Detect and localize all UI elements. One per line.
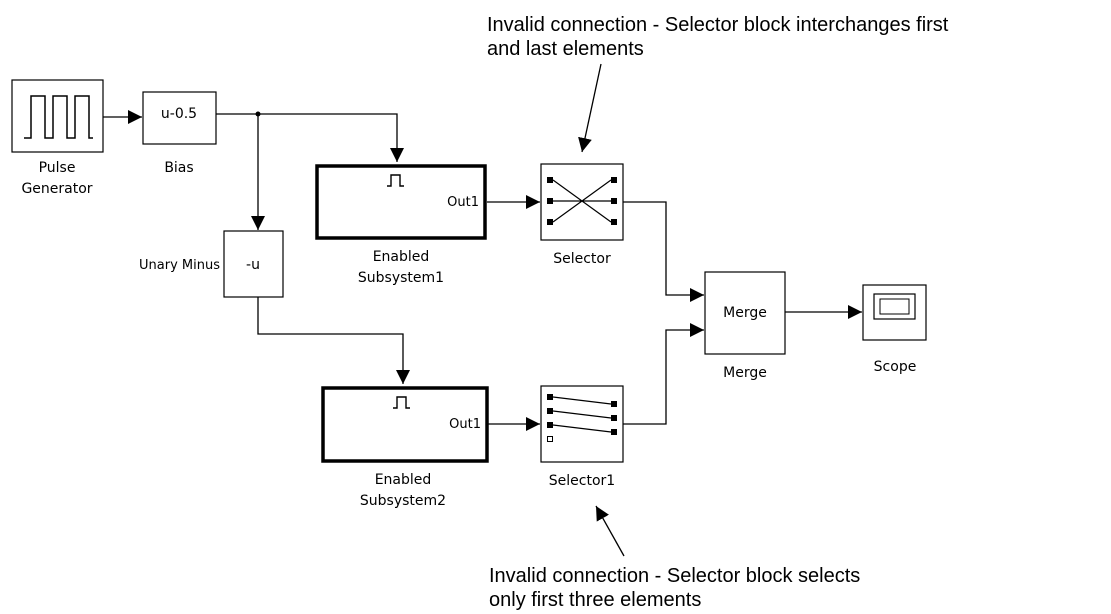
enabled-subsystem1-block[interactable]: Out1 bbox=[315, 164, 487, 240]
annotation-bottom-arrow bbox=[595, 505, 625, 557]
signal-lines bbox=[103, 110, 862, 431]
selector-block[interactable] bbox=[540, 163, 624, 241]
merge-block[interactable]: Merge bbox=[704, 271, 786, 355]
subsystem1-label-line1: Enabled bbox=[373, 249, 430, 265]
scope-block[interactable] bbox=[862, 284, 927, 341]
bias-block[interactable]: u-0.5 bbox=[142, 91, 217, 145]
scope-screen-inner bbox=[879, 298, 910, 315]
subsystem2-label-line1: Enabled bbox=[375, 472, 432, 488]
unary-minus-block[interactable]: -u bbox=[223, 230, 284, 298]
branch-point bbox=[255, 111, 261, 117]
bias-label: Bias bbox=[164, 160, 193, 176]
unary-minus-expression: -u bbox=[246, 257, 260, 273]
subsystem2-label-line2: Subsystem2 bbox=[360, 493, 446, 509]
pulse-generator-block[interactable] bbox=[11, 79, 104, 153]
wire-selector1-to-merge bbox=[623, 323, 704, 425]
selector1-label: Selector1 bbox=[549, 473, 615, 489]
annotation-bottom-line1: Invalid connection - Selector block sele… bbox=[489, 565, 860, 587]
bias-expression: u-0.5 bbox=[161, 106, 197, 122]
enable-port-icon bbox=[393, 396, 410, 409]
unary-minus-label: Unary Minus bbox=[139, 258, 220, 273]
annotation-top-arrow bbox=[578, 63, 602, 153]
selector-label: Selector bbox=[553, 251, 611, 267]
selector1-block[interactable] bbox=[540, 385, 624, 463]
merge-block-text: Merge bbox=[723, 305, 767, 321]
wire-bias-to-subsystem1 bbox=[216, 113, 404, 162]
selector-swap-icon bbox=[547, 177, 617, 225]
annotation-bottom-line2: only first three elements bbox=[489, 589, 701, 611]
scope-label: Scope bbox=[874, 359, 917, 375]
enabled-subsystem2-block[interactable]: Out1 bbox=[321, 386, 489, 463]
merge-label: Merge bbox=[723, 365, 767, 381]
selector-pick-icon bbox=[547, 394, 617, 442]
scope-screen-icon bbox=[873, 293, 916, 320]
wire-selector-to-merge bbox=[623, 201, 704, 302]
pulse-generator-label-line1: Pulse bbox=[39, 160, 76, 176]
subsystem1-out-port: Out1 bbox=[447, 195, 479, 210]
subsystem1-label-line2: Subsystem1 bbox=[358, 270, 444, 286]
enable-port-icon bbox=[387, 174, 404, 187]
pulse-wave-icon bbox=[24, 95, 93, 139]
annotation-top-line1: Invalid connection - Selector block inte… bbox=[487, 14, 949, 36]
subsystem2-out-port: Out1 bbox=[449, 417, 481, 432]
annotation-top-line2: and last elements bbox=[487, 38, 644, 60]
wire-unary-minus-to-subsystem2 bbox=[257, 297, 410, 384]
pulse-generator-label-line2: Generator bbox=[21, 181, 92, 197]
